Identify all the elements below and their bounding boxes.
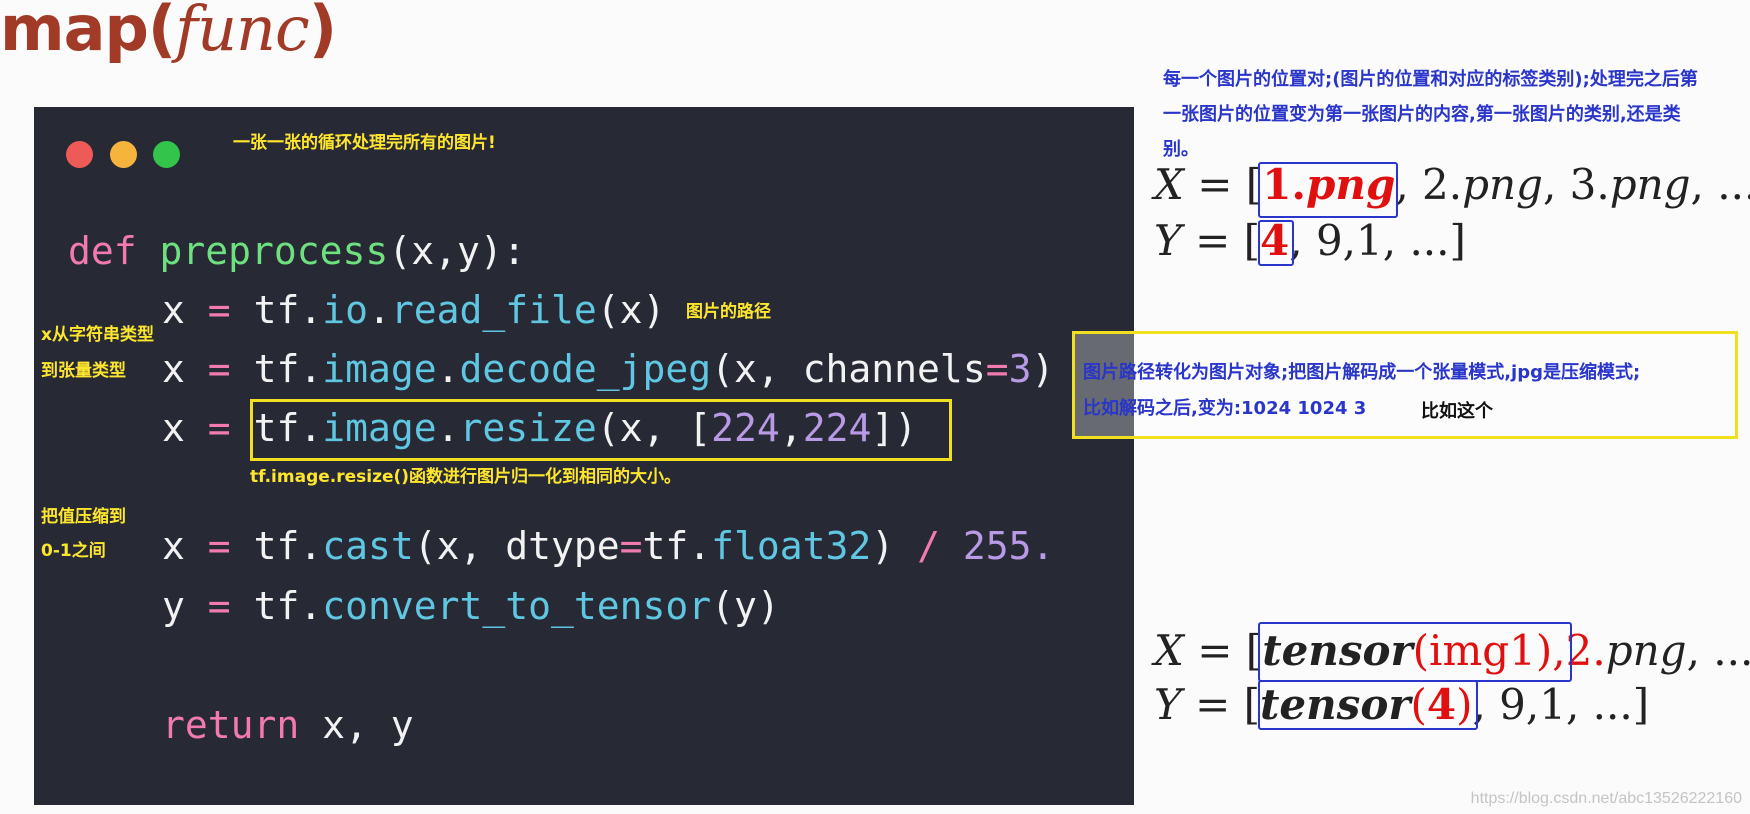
annotation-str-to-tensor-1: x从字符串类型 bbox=[41, 325, 154, 345]
window-minimize-dot bbox=[110, 141, 137, 168]
annotation-str-to-tensor-2: 到张量类型 bbox=[41, 361, 126, 381]
annotation-compress-1: 把值压缩到 bbox=[41, 507, 126, 527]
decode-note-line1: 图片路径转化为图片对象;把图片解码成一个张量模式,jpg是压缩模式; bbox=[1083, 362, 1641, 383]
annotation-loop: 一张一张的循环处理完所有的图片! bbox=[233, 133, 496, 153]
annotation-resize: tf.image.resize()函数进行图片归一化到相同的大小。 bbox=[250, 467, 682, 487]
decode-note-extra: 比如这个 bbox=[1421, 401, 1493, 422]
math-eq-y-before: Y = [4, 9,1, ...] bbox=[1154, 216, 1466, 265]
code-line-cast: x = tf.cast(x, dtype=tf.float32) / 255. bbox=[162, 524, 1055, 568]
window-maximize-dot bbox=[153, 141, 180, 168]
code-line-resize: x = tf.image.resize(x, [224,224]) bbox=[162, 406, 918, 450]
ink-circle-first-label bbox=[1258, 220, 1294, 266]
resize-highlight-box bbox=[250, 399, 952, 461]
code-line-decode-jpeg: x = tf.image.decode_jpeg(x, channels=3) bbox=[162, 347, 1055, 391]
ink-circle-tensor-img bbox=[1258, 622, 1572, 682]
code-line-def: def preprocess(x,y): bbox=[68, 229, 526, 273]
math-eq-x-after: X = [tensor(img1),2.png, ...] bbox=[1154, 626, 1750, 675]
window-close-dot bbox=[66, 141, 93, 168]
math-eq-y-after: Y = [tensor(4), 9,1, ...] bbox=[1154, 680, 1650, 729]
code-line-convert: y = tf.convert_to_tensor(y) bbox=[162, 584, 780, 628]
side-note: 每一个图片的位置对;(图片的位置和对应的标签类别);处理完之后第一张图片的位置变… bbox=[1163, 69, 1698, 160]
watermark: https://blog.csdn.net/abc13526222160 bbox=[1470, 790, 1742, 807]
annotation-compress-2: 0-1之间 bbox=[41, 541, 106, 561]
code-line-read-file: x = tf.io.read_file(x) bbox=[162, 288, 666, 332]
decode-note-line2: 比如解码之后,变为:1024 1024 3 bbox=[1083, 398, 1367, 419]
ink-circle-tensor-label bbox=[1258, 680, 1478, 730]
annotation-path: 图片的路径 bbox=[686, 302, 771, 322]
math-eq-x-before: X = [1.png, 2.png, 3.png, ...] bbox=[1154, 160, 1750, 209]
slide-title: map(func) bbox=[0, 0, 337, 65]
decode-note-box bbox=[1072, 331, 1738, 439]
ink-circle-first-png bbox=[1258, 162, 1398, 218]
code-line-return: return x, y bbox=[162, 703, 414, 747]
